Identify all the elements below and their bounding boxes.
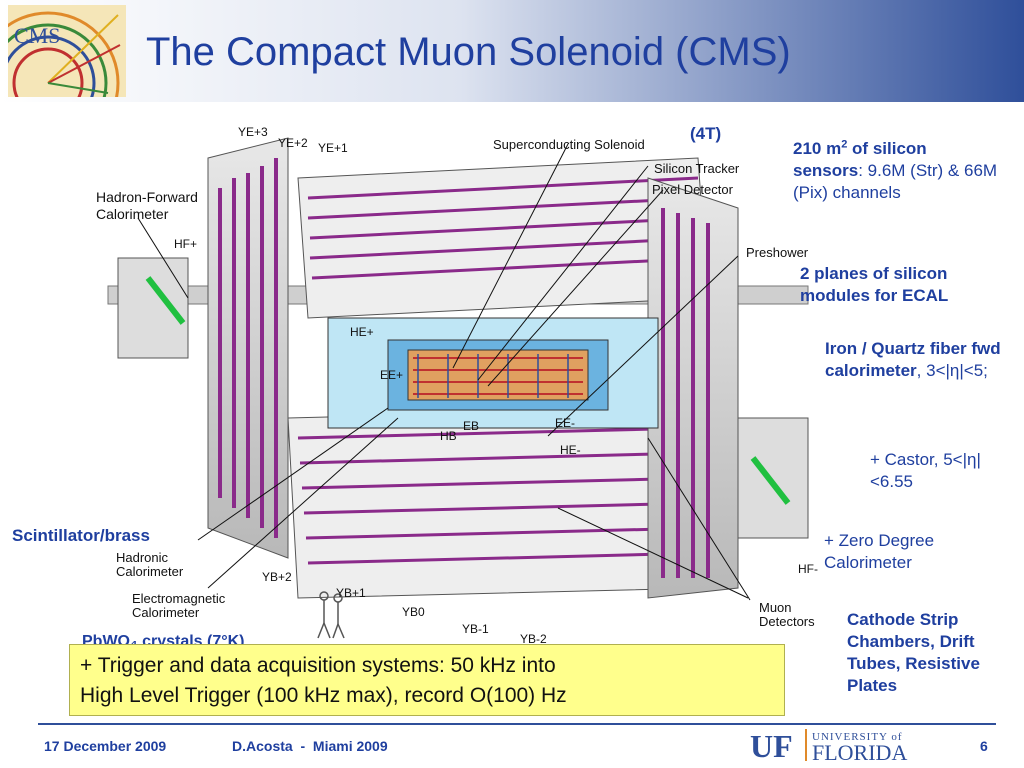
label-solenoid: Superconducting Solenoid xyxy=(493,137,645,152)
label-ye2: YE+2 xyxy=(278,136,308,150)
silicon-part-4: : 9.6M (Str) & 66M (Pix) channels xyxy=(793,160,998,202)
iron-part-2: , 3<|η|<5; xyxy=(916,361,988,380)
title-bar xyxy=(0,0,1024,102)
endcap-plus xyxy=(207,137,289,559)
label-ye3: YE+3 xyxy=(238,125,268,139)
trigger-line-1: + Trigger and data acquisition systems: … xyxy=(80,654,556,677)
trigger-line-2: High Level Trigger (100 kHz max), record… xyxy=(80,684,567,707)
label-preshower: Preshower xyxy=(746,245,809,260)
label-hadronic-cal: Hadronic Calorimeter xyxy=(116,550,184,579)
hf-minus-block xyxy=(737,417,809,539)
annotation-muon-system: Cathode Strip Chambers, Drift Tubes, Res… xyxy=(847,610,980,695)
label-yb-1: YB-1 xyxy=(462,622,489,636)
uf-logo: UF UNIVERSITY of FLORIDA xyxy=(750,728,907,763)
uf-logo-mark: UF xyxy=(750,728,793,763)
annotation-scintillator: Scintillator/brass xyxy=(12,526,150,545)
silicon-part-2: of silicon xyxy=(847,138,927,158)
silicon-part-1: 210 m xyxy=(793,138,842,158)
silicon-part-3: sensors xyxy=(793,160,859,180)
label-ye1: YE+1 xyxy=(318,141,348,155)
annotation-zdc: + Zero Degree Calorimeter xyxy=(824,531,935,572)
label-he-plus: HE+ xyxy=(350,325,374,339)
annotation-castor: + Castor, 5<|η|<6.55 xyxy=(870,450,981,491)
label-ee-plus: EE+ xyxy=(380,368,404,382)
label-yb-2: YB-2 xyxy=(520,632,547,646)
footer-date: 17 December 2009 xyxy=(44,738,167,754)
page-title: The Compact Muon Solenoid (CMS) xyxy=(146,30,791,74)
label-yb1: YB+1 xyxy=(336,586,366,600)
uf-logo-university: UNIVERSITY of xyxy=(812,731,903,743)
label-hf-minus: HF- xyxy=(798,562,818,576)
label-hadron-forward: Hadron-Forward Calorimeter xyxy=(96,189,198,222)
label-tracker: Silicon Tracker xyxy=(654,161,740,176)
label-eb: EB xyxy=(463,419,480,433)
label-hf-plus: HF+ xyxy=(174,237,198,251)
hf-plus-block xyxy=(117,257,189,359)
page-number: 6 xyxy=(980,738,988,754)
footer-author: D.Acosta - Miami 2009 xyxy=(232,738,388,754)
label-pixel: Pixel Detector xyxy=(652,182,733,197)
label-yb0: YB0 xyxy=(402,605,425,619)
iron-part-1: Iron / Quartz fiber fwd calorimeter xyxy=(825,339,1001,380)
silicon-sup: 2 xyxy=(841,138,848,150)
barrel-bottom xyxy=(287,407,709,599)
label-muon: Muon Detectors xyxy=(759,600,815,629)
logo-text: CMS xyxy=(14,23,60,48)
trigger-box: + Trigger and data acquisition systems: … xyxy=(69,644,785,716)
annotation-field: (4T) xyxy=(690,124,722,143)
label-he-minus: HE- xyxy=(560,443,581,457)
cms-detector-diagram xyxy=(107,137,809,639)
annotation-iron: Iron / Quartz fiber fwd calorimeter, 3<|… xyxy=(825,338,1021,382)
label-em-cal: Electromagnetic Calorimeter xyxy=(132,591,226,620)
label-ee-minus: EE- xyxy=(555,416,576,430)
uf-logo-florida: FLORIDA xyxy=(812,740,907,763)
cms-logo: CMS xyxy=(8,5,126,97)
annotation-planes: 2 planes of silicon modules for ECAL xyxy=(800,264,949,305)
footer-divider xyxy=(38,723,996,725)
barrel-top xyxy=(297,157,709,319)
label-yb2: YB+2 xyxy=(262,570,292,584)
label-hb: HB xyxy=(440,429,457,443)
endcap-minus xyxy=(647,177,739,599)
